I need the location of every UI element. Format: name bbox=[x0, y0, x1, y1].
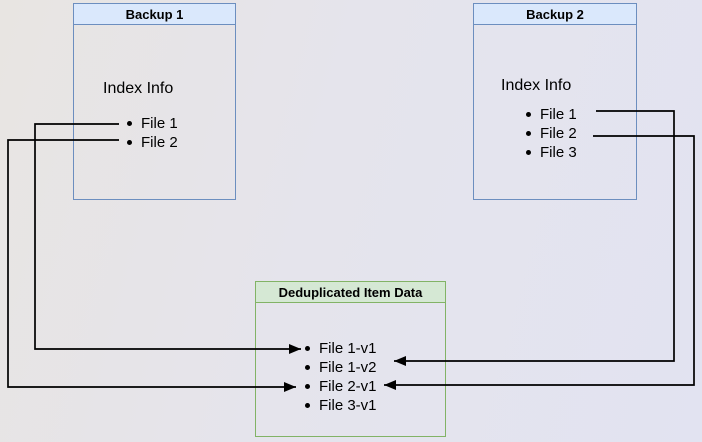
dedup-file1-v2-item: File 1-v2 bbox=[305, 358, 377, 377]
dedup-file1-v1-item: File 1-v1 bbox=[305, 339, 377, 358]
backup1-box: Backup 1 Index Info File 1 File 2 bbox=[73, 3, 236, 200]
dedup-file3-v1-item: File 3-v1 bbox=[305, 396, 377, 415]
backup1-file-list: File 1 File 2 bbox=[127, 114, 178, 152]
backup2-index-info-label: Index Info bbox=[501, 77, 572, 94]
dedup-header: Deduplicated Item Data bbox=[256, 282, 445, 303]
backup2-title: Backup 2 bbox=[526, 7, 584, 22]
backup1-index-info-label: Index Info bbox=[103, 80, 174, 97]
dedup-title: Deduplicated Item Data bbox=[278, 285, 423, 300]
backup1-title: Backup 1 bbox=[125, 7, 184, 22]
backup2-file1-item: File 1 bbox=[526, 105, 577, 124]
backup2-file3-item: File 3 bbox=[526, 143, 577, 162]
backup2-file-list: File 1 File 2 File 3 bbox=[526, 105, 577, 162]
dedup-file2-v1-item: File 2-v1 bbox=[305, 377, 377, 396]
backup1-file1-item: File 1 bbox=[127, 114, 178, 133]
dedup-item-list: File 1-v1 File 1-v2 File 2-v1 File 3-v1 bbox=[305, 339, 377, 415]
backup2-header: Backup 2 bbox=[474, 4, 636, 25]
backup1-header: Backup 1 bbox=[74, 4, 235, 25]
backup1-file2-item: File 2 bbox=[127, 133, 178, 152]
backup2-file2-item: File 2 bbox=[526, 124, 577, 143]
backup2-box: Backup 2 Index Info File 1 File 2 File 3 bbox=[473, 3, 637, 200]
dedup-box: Deduplicated Item Data File 1-v1 File 1-… bbox=[255, 281, 446, 437]
